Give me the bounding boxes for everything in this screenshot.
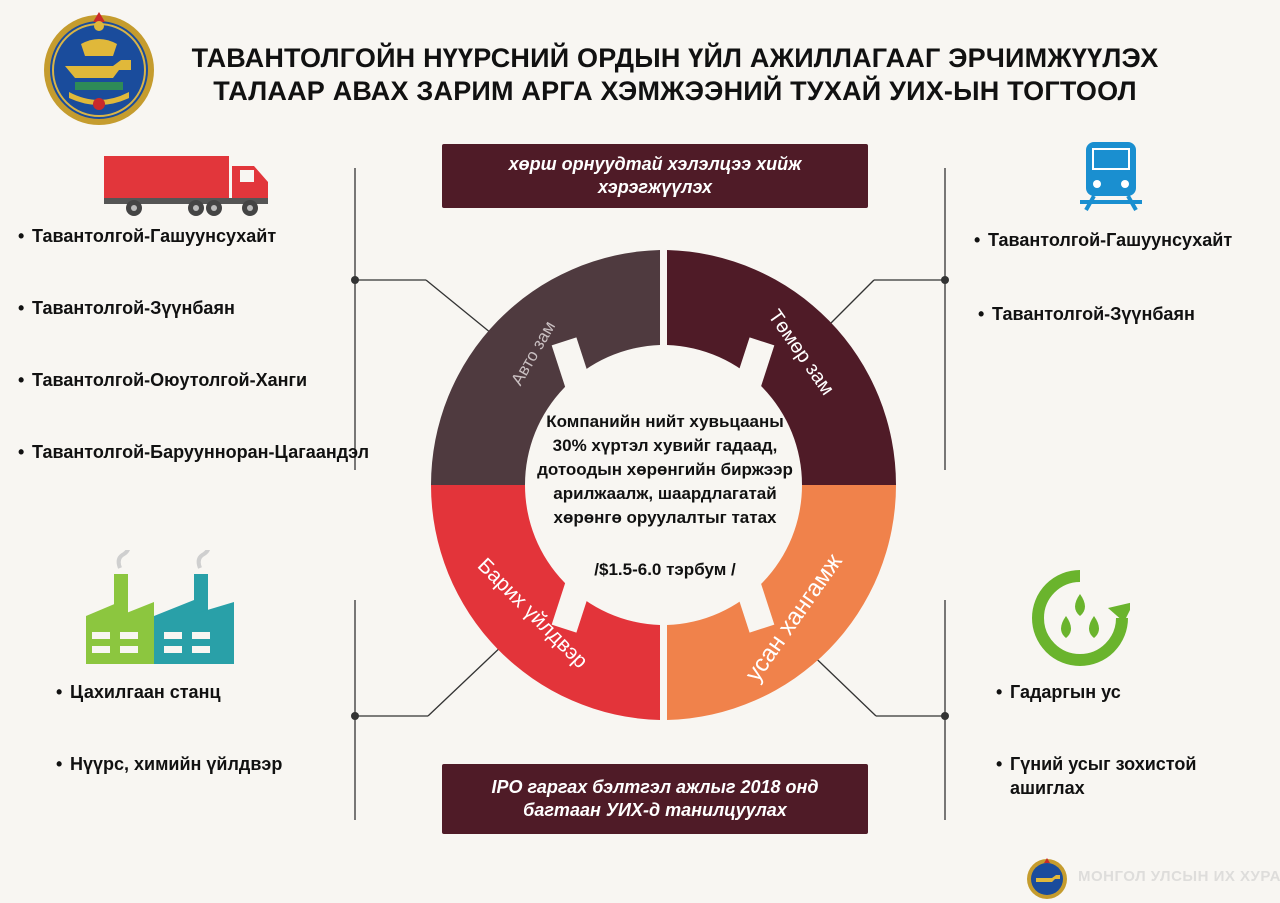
- ring-segment-rail: [667, 250, 896, 485]
- list-item: •Тавантолгой-Зүүнбаян: [18, 298, 235, 318]
- water-recycle-icon: [1032, 570, 1130, 666]
- top-banner-line-1: хөрш орнуудтай хэлэлцээ хийж: [508, 154, 802, 174]
- center-line-5: хөрөнгө оруулалтыг татах: [553, 508, 777, 527]
- center-line-2: 30% хүртэл хувийг гадаад,: [552, 436, 778, 455]
- title-line-2: ТАЛААР АВАХ ЗАРИМ АРГА ХЭМЖЭЭНИЙ ТУХАЙ У…: [213, 76, 1137, 106]
- center-description: Компанийн нийт хувьцааны 30% хүртэл хуви…: [505, 410, 825, 530]
- bottom-banner-line-1: IPO гаргах бэлтгэл ажлыг 2018 онд: [491, 777, 819, 797]
- list-item-continuation: ашиглах: [1010, 778, 1085, 798]
- ring-segment-factory: [430, 485, 660, 720]
- title-line-1: ТАВАНТОЛГОЙН НҮҮРСНИЙ ОРДЫН ҮЙЛ АЖИЛЛАГА…: [191, 43, 1159, 73]
- list-item: •Гадаргын ус: [996, 682, 1121, 702]
- list-item: •Тавантолгой-Гашуунсухайт: [18, 226, 277, 246]
- list-item: •Тавантолгой-Оюутолгой-Ханги: [18, 370, 308, 390]
- list-item: •Нүүрс, химийн үйлдвэр: [56, 754, 283, 774]
- list-item: •Тавантолгой-Зүүнбаян: [978, 304, 1195, 324]
- ring-segment-water: [667, 485, 896, 720]
- bottom-banner: IPO гаргах бэлтгэл ажлыг 2018 онд багтаа…: [442, 764, 868, 834]
- ring-segment-road: [430, 250, 660, 485]
- center-line-3: дотоодын хөрөнгийн биржээр: [537, 460, 793, 479]
- page-title: ТАВАНТОЛГОЙН НҮҮРСНИЙ ОРДЫН ҮЙЛ АЖИЛЛАГА…: [180, 42, 1170, 108]
- list-item: •Тавантолгой-Баруунноран-Цагаандэл: [18, 442, 370, 462]
- footer-org-name: МОНГОЛ УЛСЫН ИХ ХУРАЛ: [1078, 868, 1280, 885]
- bottom-banner-line-2: багтаан УИХ-д танилцуулах: [523, 800, 787, 820]
- center-line-4: арилжаалж, шаардлагатай: [553, 484, 777, 503]
- list-item: •Гүний усыг зохистой: [996, 754, 1197, 774]
- top-banner-line-2: хэрэгжүүлэх: [598, 177, 712, 197]
- state-emblem-icon: [44, 12, 154, 125]
- center-price: /$1.5-6.0 тэрбум /: [594, 560, 736, 579]
- footer-emblem-icon: [1027, 858, 1067, 899]
- top-banner: хөрш орнуудтай хэлэлцээ хийж хэрэгжүүлэх: [442, 144, 868, 208]
- train-icon: [1080, 142, 1142, 211]
- list-item: •Тавантолгой-Гашуунсухайт: [974, 230, 1233, 250]
- center-line-1: Компанийн нийт хувьцааны: [546, 412, 784, 431]
- factory-icon: [86, 550, 234, 664]
- list-item: •Цахилгаан станц: [56, 682, 221, 702]
- truck-icon: [104, 156, 268, 216]
